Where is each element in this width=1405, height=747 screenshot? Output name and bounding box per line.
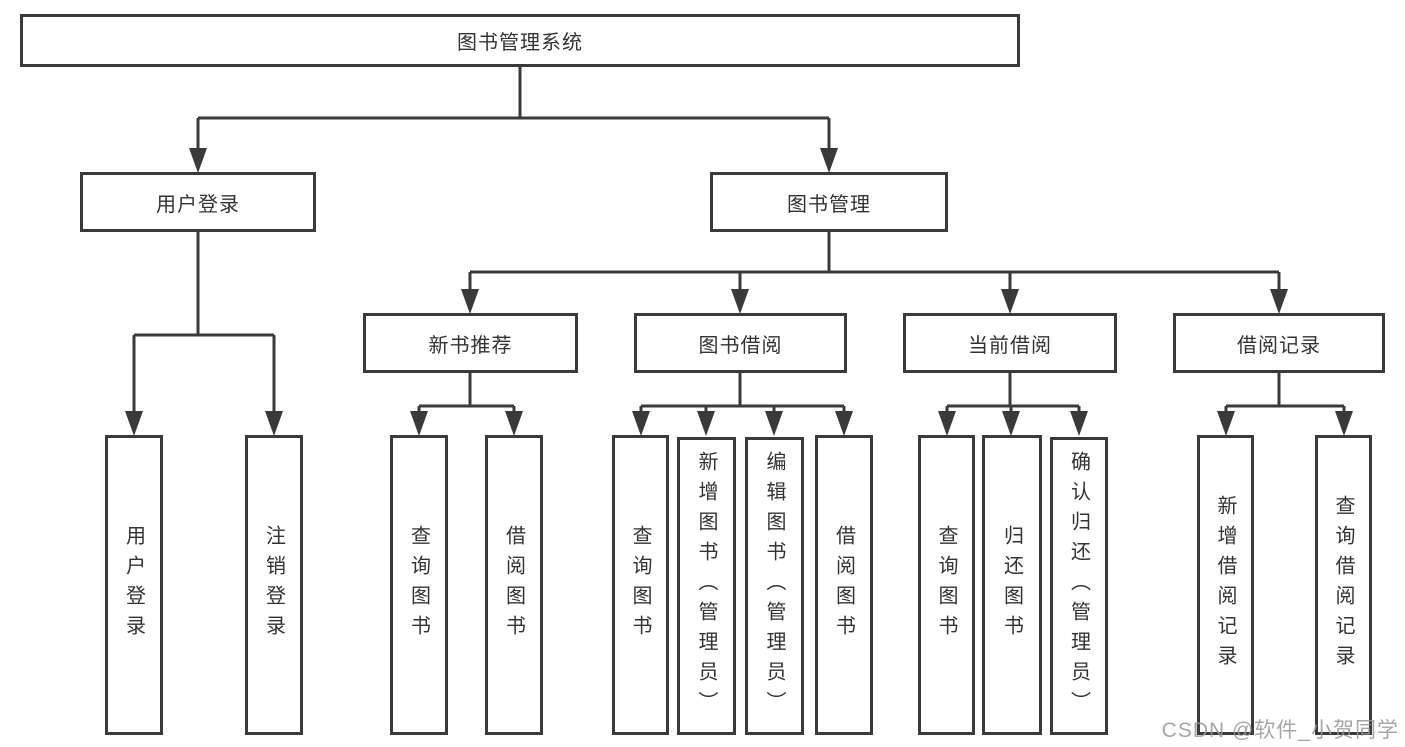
arrowhead	[1001, 289, 1019, 314]
arrowhead	[505, 411, 523, 436]
node-label: 查询图书	[935, 525, 957, 645]
node-label: 用户登录	[156, 193, 240, 216]
arrowhead	[632, 411, 650, 436]
csdn-watermark: CSDN @软件_小贺同学	[1161, 719, 1399, 742]
leaf-return-books: 归还图书	[982, 435, 1042, 735]
leaf-query-borrow-record: 查询借阅记录	[1315, 435, 1372, 735]
node-label: 当前借阅	[968, 334, 1052, 357]
node-library-system: 图书管理系统	[20, 14, 1020, 67]
node-label: 查询图书	[629, 525, 651, 645]
connector-borrow-records-to-leaves	[1217, 373, 1353, 436]
arrowhead	[835, 411, 853, 436]
leaf-query-books-current: 查询图书	[918, 435, 975, 735]
node-label: 编辑图书（管理员）	[763, 451, 785, 721]
node-new-book-recommend: 新书推荐	[363, 313, 578, 373]
node-label: 图书管理	[787, 193, 871, 216]
node-label: 新书推荐	[428, 334, 513, 357]
arrowhead	[697, 411, 715, 436]
connector-book-borrow-to-leaves	[632, 373, 853, 436]
arrowhead	[765, 411, 783, 436]
leaf-query-books-recommend: 查询图书	[390, 435, 448, 735]
leaf-edit-books-admin: 编辑图书（管理员）	[745, 437, 804, 735]
connector-root-to-level2	[189, 66, 838, 173]
node-label: 用户登录	[122, 525, 145, 645]
arrowhead	[1002, 411, 1020, 436]
node-label: 图书借阅	[698, 334, 783, 357]
connector-current-borrow-to-leaves	[938, 373, 1088, 436]
arrowhead	[938, 411, 956, 436]
node-label: 注销登录	[262, 525, 285, 645]
node-borrow-records: 借阅记录	[1173, 313, 1385, 373]
leaf-borrow-books: 借阅图书	[815, 435, 873, 735]
arrowhead	[1070, 411, 1088, 436]
leaf-confirm-return-admin: 确认归还（管理员）	[1050, 437, 1108, 735]
connector-user-login-to-leaves	[125, 232, 283, 436]
leaf-add-borrow-record: 新增借阅记录	[1197, 435, 1254, 735]
node-label: 新增借阅记录	[1214, 495, 1236, 675]
node-label: 查询借阅记录	[1332, 495, 1354, 675]
node-book-management: 图书管理	[710, 172, 948, 232]
node-label: 借阅图书	[502, 525, 525, 645]
arrowhead	[189, 148, 207, 173]
arrowhead	[1217, 411, 1235, 436]
arrowhead	[265, 411, 283, 436]
leaf-query-books-borrow: 查询图书	[612, 435, 669, 735]
arrowhead	[1270, 289, 1288, 314]
arrowhead	[820, 148, 838, 173]
connector-book-management-to-level3	[461, 232, 1288, 314]
arrowhead	[410, 411, 428, 436]
node-label: 借阅记录	[1237, 334, 1321, 357]
node-label: 借阅图书	[832, 525, 855, 645]
node-book-borrowing: 图书借阅	[634, 313, 847, 373]
node-label: 新增图书（管理员）	[695, 451, 717, 721]
leaf-add-books-admin: 新增图书（管理员）	[677, 437, 736, 735]
leaf-user-login: 用户登录	[105, 435, 163, 735]
leaf-borrow-books-recommend: 借阅图书	[485, 435, 543, 735]
node-current-borrowing: 当前借阅	[903, 313, 1117, 373]
arrowhead	[461, 289, 479, 314]
arrowhead	[1335, 411, 1353, 436]
node-label: 图书管理系统	[457, 32, 583, 54]
connector-new-book-to-leaves	[410, 373, 523, 436]
node-label: 查询图书	[407, 525, 430, 645]
arrowhead	[125, 411, 143, 436]
node-label: 归还图书	[1000, 525, 1023, 645]
leaf-logout: 注销登录	[245, 435, 303, 735]
node-label: 确认归还（管理员）	[1067, 451, 1090, 721]
arrowhead	[731, 289, 749, 314]
node-user-login: 用户登录	[80, 172, 316, 232]
